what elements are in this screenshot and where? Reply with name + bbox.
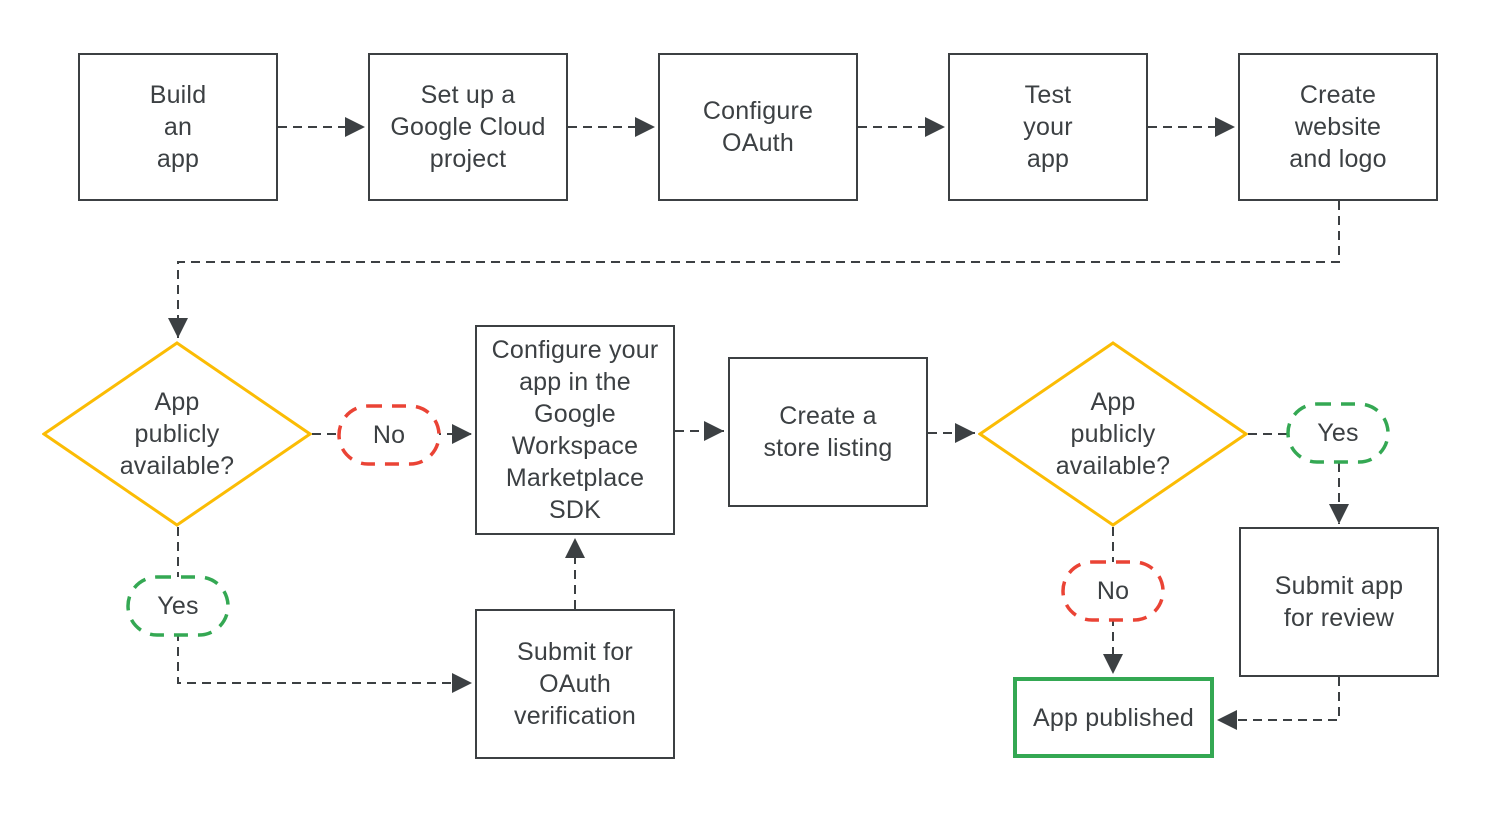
step-set-up-google-cloud-project-label: Set up a Google Cloud project [390, 81, 546, 173]
step-submit-oauth-verification: Submit for OAuth verification [475, 609, 675, 759]
step-configure-marketplace-sdk: Configure your app in the Google Workspa… [475, 325, 675, 535]
arrow-review-to-published [1217, 677, 1340, 730]
decision2-label: App publicly available? [1055, 388, 1171, 480]
branch-yes-1: Yes [126, 575, 230, 637]
decision-app-publicly-available-1: App publicly available? [42, 341, 312, 527]
diamond-shape-icon [42, 341, 312, 527]
step-test-your-app: Test your app [948, 53, 1148, 201]
branch-no-1: No [337, 404, 441, 466]
oval-yes-shape-icon [1286, 402, 1390, 464]
step-create-website-and-logo: Create website and logo [1238, 53, 1438, 201]
branch-yes-1-label: Yes [157, 592, 199, 620]
step-create-store-listing-label: Create a store listing [763, 402, 893, 462]
step-create-store-listing: Create a store listing [728, 357, 928, 507]
terminal-app-published: App published [1013, 677, 1214, 758]
step-submit-app-for-review-label: Submit app for review [1274, 572, 1404, 632]
step-submit-oauth-verification-label: Submit for OAuth verification [514, 638, 636, 730]
step-submit-app-for-review: Submit app for review [1239, 527, 1439, 677]
branch-yes-2: Yes [1286, 402, 1390, 464]
terminal-app-published-label: App published [1032, 703, 1195, 732]
step-configure-marketplace-sdk-label: Configure your app in the Google Workspa… [491, 336, 659, 524]
step-build-an-app: Build an app [78, 53, 278, 201]
branch-yes-2-label: Yes [1317, 419, 1359, 447]
oval-no-shape-icon [1061, 560, 1165, 622]
decision1-label: App publicly available? [119, 388, 235, 480]
step-build-an-app-label: Build an app [149, 81, 207, 173]
branch-no-2: No [1061, 560, 1165, 622]
step-configure-oauth-label: Configure OAuth [702, 97, 814, 157]
arrow-website-to-decision1 [168, 201, 1340, 338]
step-set-up-google-cloud-project: Set up a Google Cloud project [368, 53, 568, 201]
diamond-shape-icon [978, 341, 1248, 527]
decision-app-publicly-available-2: App publicly available? [978, 341, 1248, 527]
branch-no-1-label: No [372, 421, 406, 449]
step-test-your-app-label: Test your app [1023, 81, 1073, 173]
oval-no-shape-icon [337, 404, 441, 466]
step-create-website-and-logo-label: Create website and logo [1289, 81, 1387, 173]
step-configure-oauth: Configure OAuth [658, 53, 858, 201]
oval-yes-shape-icon [126, 575, 230, 637]
branch-no-2-label: No [1096, 577, 1130, 605]
